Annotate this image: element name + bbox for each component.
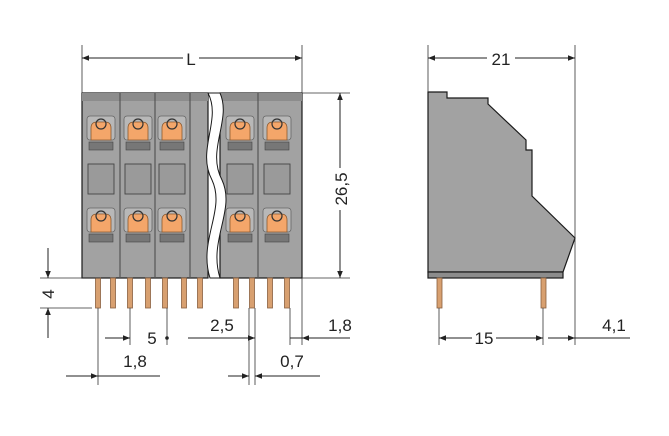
clamp-window [264, 141, 290, 151]
break-line [206, 92, 227, 279]
dim-end-offset-right: 1,8 [328, 316, 352, 335]
dim-pitch: 5 [147, 329, 156, 348]
clamp-window [88, 233, 114, 243]
clamp-ring [271, 118, 283, 130]
pin [145, 277, 151, 309]
clamp-spring [266, 213, 288, 233]
clamp-spring [161, 213, 183, 233]
dim-pin-offset-left: 1,8 [123, 352, 147, 371]
housing-top-strip [220, 93, 302, 101]
pin [162, 277, 168, 309]
clamp-spring [90, 213, 112, 233]
clamp-ring [132, 210, 144, 222]
dim-side-pin-spacing: 15 [475, 329, 494, 348]
side-pin-right [540, 277, 547, 309]
side-view [427, 91, 576, 309]
clamp-spring [127, 213, 149, 233]
side-housing [427, 91, 576, 273]
dimension-labels: L 21 26,5 4 5 1,8 2,5 0,7 1,8 15 4,1 [39, 48, 626, 371]
dim-height: 26,5 [332, 172, 351, 205]
clamp-window [227, 141, 253, 151]
marker-window [124, 163, 152, 195]
clamp-ring [166, 118, 178, 130]
clamp-ring [95, 210, 107, 222]
pin [181, 277, 187, 309]
marker-window [226, 163, 254, 195]
pin [95, 277, 101, 309]
clamp-spring [229, 213, 251, 233]
dim-pin-thickness: 0,7 [280, 352, 304, 371]
clamp-spring [266, 121, 288, 141]
dim-width: 21 [492, 50, 511, 69]
clamp-spring [90, 121, 112, 141]
dim-side-offset: 4,1 [602, 316, 626, 335]
dim-end-gap: 2,5 [210, 316, 234, 335]
clamp-window [159, 233, 185, 243]
clamp-ring [234, 210, 246, 222]
clamp-spring [229, 121, 251, 141]
marker-window [158, 163, 186, 195]
pin [267, 277, 273, 309]
side-pin-left [436, 277, 443, 309]
dim-length: L [186, 50, 195, 69]
housing-top-strip [82, 93, 208, 101]
module-separators [119, 93, 259, 278]
clamp-spring [127, 121, 149, 141]
clamp-ring [166, 210, 178, 222]
clamp-window [88, 141, 114, 151]
clamp-ring [132, 118, 144, 130]
clamp-spring [161, 121, 183, 141]
side-base [427, 271, 564, 279]
clamp-ring [234, 118, 246, 130]
pin [249, 277, 255, 309]
clamp-window [125, 141, 151, 151]
clamp-window [159, 141, 185, 151]
pin [110, 277, 116, 309]
clamp-window [227, 233, 253, 243]
pin [197, 277, 203, 309]
clamp-window [125, 233, 151, 243]
clamp-ring [271, 210, 283, 222]
clamp-modules [86, 115, 292, 243]
marker-window [87, 163, 115, 195]
dim-pin-length: 4 [39, 289, 58, 298]
clamp-ring [95, 118, 107, 130]
marker-window [263, 163, 291, 195]
pin [233, 277, 239, 309]
pin [284, 277, 290, 309]
clamp-window [264, 233, 290, 243]
front-view [81, 92, 303, 309]
front-pins [95, 277, 290, 309]
pin [127, 277, 133, 309]
